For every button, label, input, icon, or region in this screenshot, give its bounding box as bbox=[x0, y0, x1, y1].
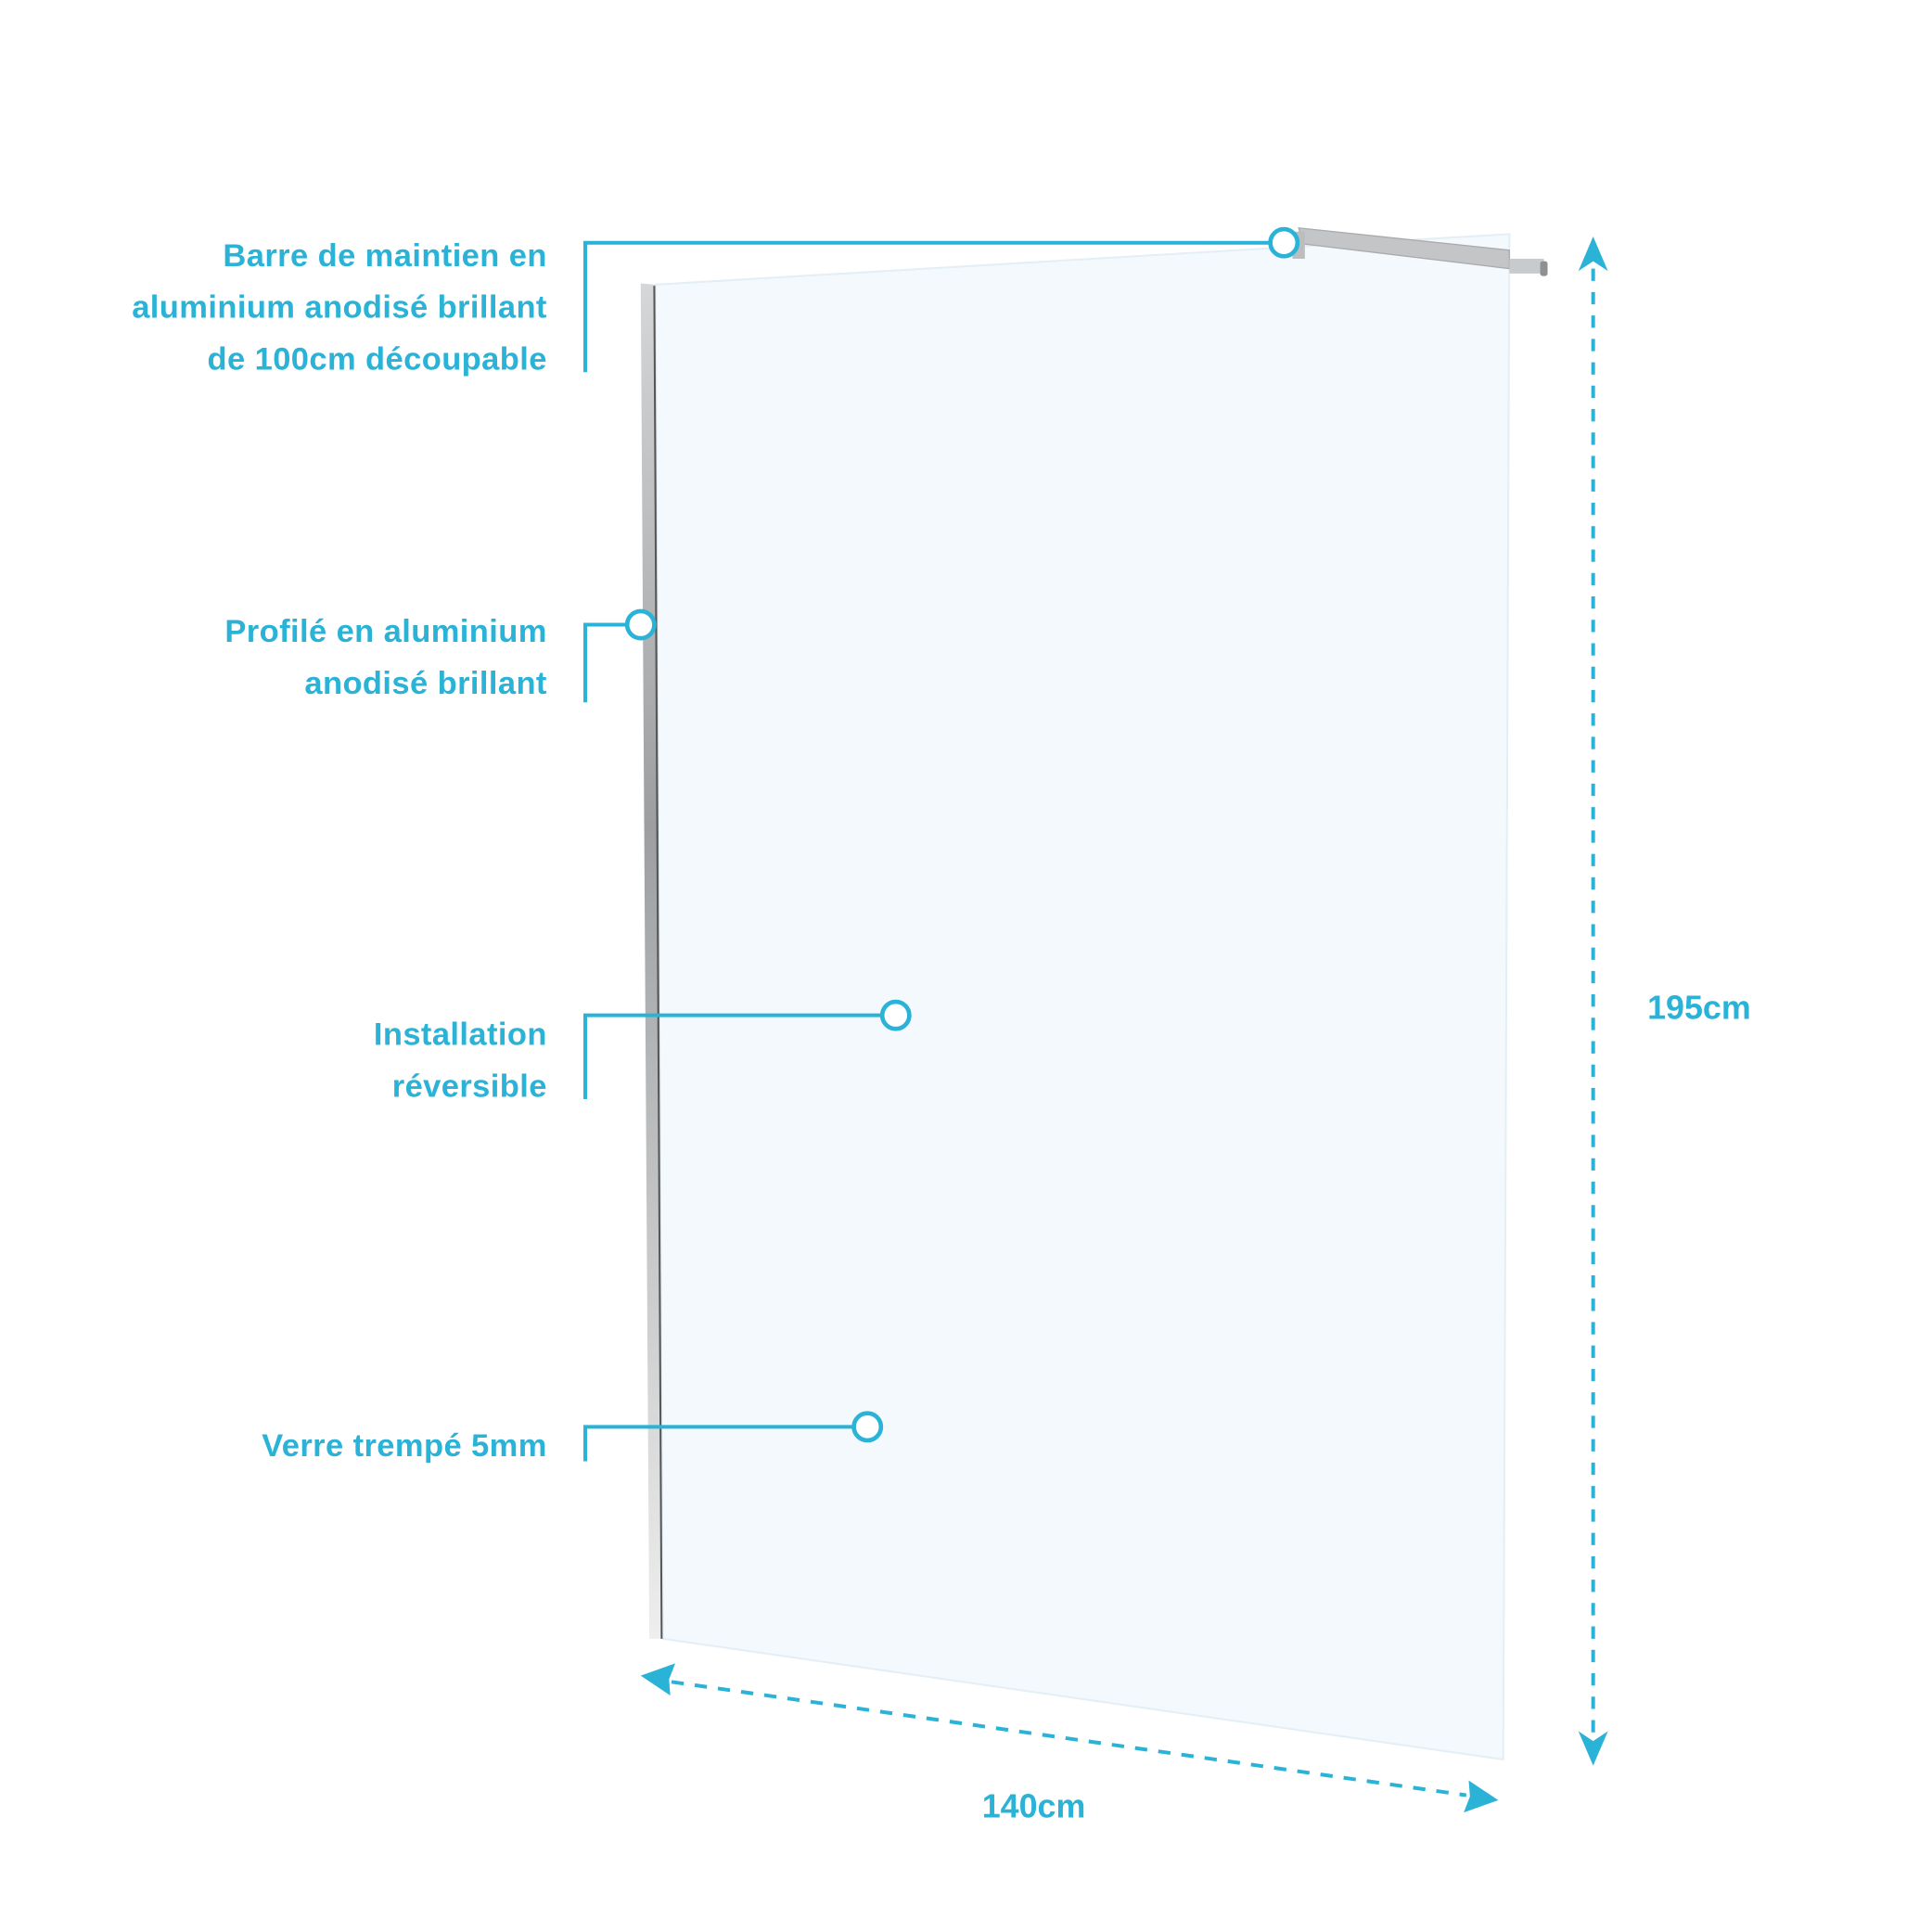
arrow-down-icon bbox=[1578, 1731, 1608, 1766]
height-dimension: 195cm bbox=[1578, 237, 1751, 1766]
hotspot-reversible[interactable] bbox=[879, 999, 912, 1031]
arrow-up-icon bbox=[1578, 237, 1608, 272]
callout-text-line: Profilé en aluminium bbox=[224, 614, 546, 649]
arrow-left-icon bbox=[640, 1663, 675, 1695]
callout-text-line: Installation bbox=[374, 1017, 547, 1053]
arrow-right-icon bbox=[1464, 1780, 1499, 1813]
glass-panel bbox=[654, 233, 1511, 1761]
callout-text-line: Verre trempé 5mm bbox=[262, 1428, 547, 1464]
hotspot-glass[interactable] bbox=[851, 1411, 884, 1443]
callout-reversible: Installation réversible bbox=[374, 999, 912, 1104]
callout-glass: Verre trempé 5mm bbox=[262, 1411, 884, 1464]
hotspot-support-bar[interactable] bbox=[1268, 226, 1300, 259]
callout-text-line: de 100cm découpable bbox=[208, 342, 547, 377]
hotspot-profile[interactable] bbox=[624, 608, 657, 641]
callout-text-line: anodisé brillant bbox=[304, 666, 547, 701]
callout-text-line: Barre de maintien en bbox=[223, 238, 546, 274]
width-label: 140cm bbox=[982, 1787, 1086, 1824]
callout-text-line: réversible bbox=[392, 1068, 547, 1104]
callout-support-bar: Barre de maintien en aluminium anodisé b… bbox=[132, 226, 1300, 377]
width-dimension: 140cm bbox=[640, 1663, 1499, 1824]
callout-profile: Profilé en aluminium anodisé brillant bbox=[224, 608, 657, 703]
height-label: 195cm bbox=[1647, 990, 1751, 1027]
profile-edge bbox=[653, 286, 663, 1639]
callout-text-line: aluminium anodisé brillant bbox=[132, 290, 547, 326]
